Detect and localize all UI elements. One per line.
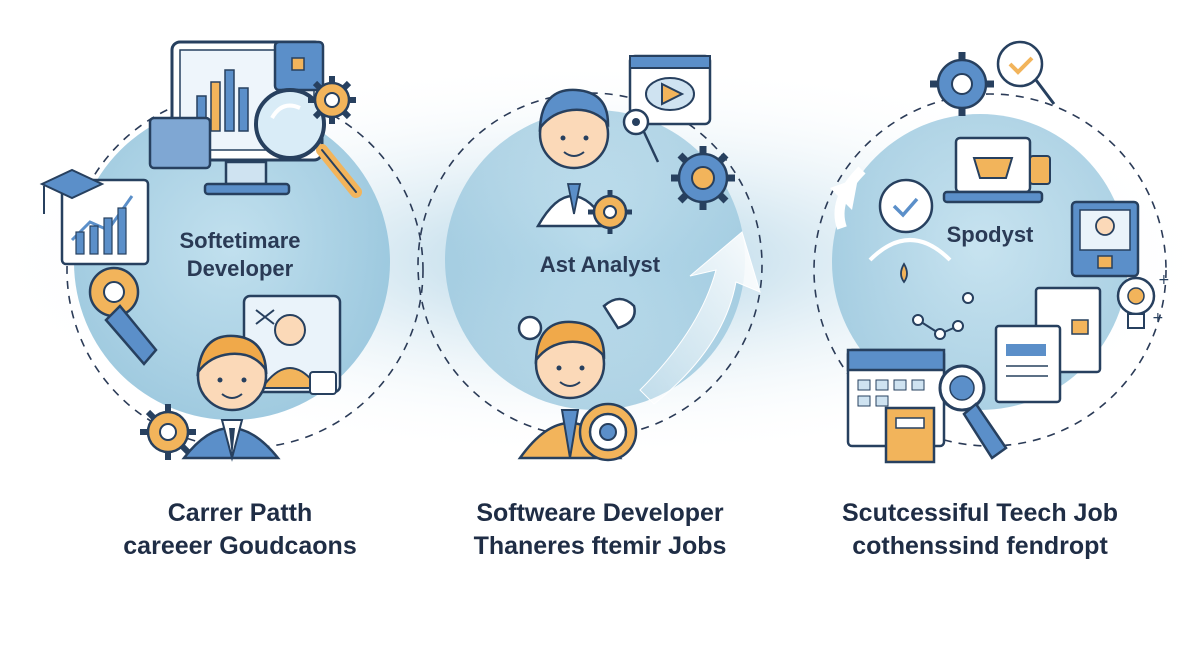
panel-1-caption: Carrer Patth careeer Goudcaons xyxy=(80,497,400,563)
gear-icon xyxy=(622,108,660,163)
panel-3-role-label: Spodyst xyxy=(930,221,1050,249)
panel-3-caption-line-1: Scutcessiful Teech Job xyxy=(841,499,1118,527)
panel-1-role-line-2: Developer xyxy=(186,256,294,281)
panel-2-caption: Softweare Developer Thaneres ftemir Jobs xyxy=(430,497,770,563)
lightbulb-icon: + + xyxy=(1116,272,1170,329)
svg-text:+: + xyxy=(1158,272,1170,288)
gear-icon xyxy=(930,52,994,116)
network-dots xyxy=(912,292,974,340)
wrench-icon xyxy=(88,266,158,366)
panel-2-caption-line-1: Softweare Developer xyxy=(476,499,724,527)
panel-2-role-label: Ast Analyst xyxy=(510,251,690,279)
gear-icon xyxy=(588,190,632,234)
panel-1-role-label: Softetimare Developer xyxy=(140,227,340,283)
panel-2-illustration xyxy=(417,54,763,462)
panel-3-role-line-1: Spodyst xyxy=(946,222,1034,247)
document-icon xyxy=(994,286,1102,404)
gear-icon xyxy=(308,76,356,124)
growth-arrow-icon xyxy=(639,231,761,405)
panel-1-illustration xyxy=(39,40,424,462)
graduation-chart-icon xyxy=(39,168,150,266)
search-icon xyxy=(938,364,1008,460)
panel-3-illustration: + + xyxy=(813,40,1170,464)
panel-3-caption: Scutcessiful Teech Job cothenssind fendr… xyxy=(810,497,1150,563)
calendar-icon xyxy=(846,348,946,464)
panel-2-caption-line-2: Thaneres ftemir Jobs xyxy=(473,532,727,560)
panel-1-role-line-1: Softetimare xyxy=(179,228,301,253)
analyst-avatar-icon xyxy=(535,88,611,228)
panel-1-dashed-ring xyxy=(66,91,424,449)
developer-avatar-icon xyxy=(181,334,281,462)
cycle-arrow-head xyxy=(830,178,858,210)
target-icon xyxy=(517,297,638,462)
panel-1-caption-line-1: Carrer Patth xyxy=(167,499,313,527)
magnifier-icon xyxy=(254,88,362,198)
profile-card-icon xyxy=(1070,200,1140,278)
panel-2-role-line-1: Ast Analyst xyxy=(539,252,661,277)
gear-icon xyxy=(671,146,735,210)
panel-3-caption-line-2: cothenssind fendropt xyxy=(852,532,1108,560)
panel-1-caption-line-2: careeer Goudcaons xyxy=(123,532,357,560)
gear-icon xyxy=(140,404,196,460)
svg-text:+: + xyxy=(1152,310,1164,326)
shopping-laptop-icon xyxy=(942,136,1051,204)
checkmark-badge-icon xyxy=(868,40,1056,284)
video-player-icon xyxy=(628,54,712,126)
